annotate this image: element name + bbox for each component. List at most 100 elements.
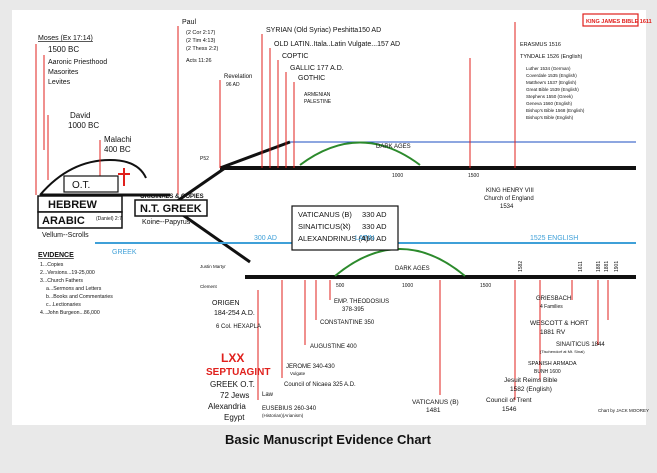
codex-sinaiticus: SINAITICUS(ℵ) <box>298 222 351 231</box>
koine-label: Koine--Papyrus <box>142 219 191 226</box>
egypt-label: Egypt <box>224 413 245 422</box>
acts-label: Acts 11:26 <box>186 58 212 64</box>
westcott-note: 1881 RV <box>540 329 566 336</box>
codex-date: 330 AD <box>362 222 387 231</box>
version-palestine: PALESTINE <box>304 99 332 105</box>
father-theodosius: EMP. THEODOSIUS <box>334 299 389 305</box>
english-bible: Matthew's 1537 (English) <box>526 80 577 85</box>
vaticanus-1481-date: 1481 <box>426 407 441 414</box>
evidence-item: 2...Versions...19-25,000 <box>40 270 95 276</box>
version-syrian: SYRIAN (Old Syriac) Peshitta150 AD <box>266 27 381 34</box>
erasmus-label: ERASMUS 1516 <box>520 42 561 48</box>
english-bible: Bishop's Bible (English) <box>526 115 574 120</box>
father-origen: ORIGEN <box>212 300 240 307</box>
upper-dark-ages-arch <box>299 141 421 166</box>
malachi-date: 400 BC <box>104 145 131 154</box>
armada-label: SPANISH ARMADA <box>528 361 577 367</box>
evidence-item: 1...Copies <box>40 262 64 268</box>
father-jerome: JEROME 340-430 <box>286 364 335 370</box>
jews-label: 72 Jews <box>220 391 249 400</box>
vellum-label: Vellum--Scrolls <box>42 232 89 239</box>
jesuit-note: 1582 (English) <box>510 386 552 393</box>
trent-date: 1546 <box>502 406 517 413</box>
english-bible: Stephens 1550 (Greek) <box>526 94 573 99</box>
father-augustine: AUGUSTINE 400 <box>310 344 357 350</box>
lower-date: 1000 <box>402 283 413 289</box>
nt-greek-label: N.T. GREEK <box>140 203 202 215</box>
vertical-date: 1881 <box>604 261 610 272</box>
vertical-date: 1881 <box>596 261 602 272</box>
alexandria-label: Alexandria <box>208 402 246 411</box>
church-england-label: Church of England <box>484 196 534 202</box>
westcott-label: WESCOTT & HORT <box>530 320 589 327</box>
hexapla-label: 6 Col. HEXAPLA <box>216 324 261 330</box>
levites-label: Levites <box>48 79 71 86</box>
timeline-lines <box>39 140 636 279</box>
vertical-date: 1901 <box>614 261 620 272</box>
father-eusebius: EUSEBIUS 260-340 <box>262 406 317 412</box>
moses-date: 1500 BC <box>48 45 79 54</box>
lower-dark-ages-arch <box>334 248 466 277</box>
version-gallic: GALLIC 177 A.D. <box>290 65 344 72</box>
eusebius-note: (Historian)(Arianism) <box>262 413 304 418</box>
griesbach-note: 4 Families <box>540 304 563 310</box>
vaticanus-1481-label: VATICANUS (B) <box>412 399 459 406</box>
king-henry-label: KING HENRY VIII <box>486 188 534 194</box>
father-justin: Justin Martyr <box>200 264 226 269</box>
father-constantine: CONSTANTINE 350 <box>320 320 375 326</box>
cross-icon <box>118 168 130 186</box>
lower-date: 500 <box>336 283 345 289</box>
david-label: David <box>70 111 90 120</box>
english-bible: Bishop's Bible 1568 (English) <box>526 108 585 113</box>
tyndale-label: TYNDALE 1526 (English) <box>520 54 583 60</box>
king-henry-date: 1534 <box>500 204 514 210</box>
lower-dark-ages-label: DARK AGES <box>395 266 430 272</box>
p52-label: P52 <box>200 156 209 162</box>
lower-date: 1500 <box>480 283 491 289</box>
upper-dark-ages-label: DARK AGES <box>376 144 411 150</box>
masorites-label: Masorites <box>48 69 79 76</box>
david-date: 1000 BC <box>68 121 99 130</box>
label-latin: LATIN <box>355 235 374 242</box>
greek-ot-label: GREEK O.T. <box>210 380 255 389</box>
version-gothic: GOTHIC <box>298 75 325 82</box>
father-clement: Clement <box>200 284 218 289</box>
paul-label: Paul <box>182 19 196 26</box>
jerome-vulgate: Vulgate <box>290 371 306 376</box>
originals-label: ORIGINALS & COPIES <box>140 194 204 200</box>
moses-label: Moses (Ex 17:14) <box>38 35 93 42</box>
aaronic-label: Aaronic Priesthood <box>48 59 107 66</box>
english-bible: Luther 1534 (German) <box>526 66 571 71</box>
vertical-date: 1611 <box>578 261 584 272</box>
red-connectors <box>35 22 609 400</box>
vertical-dates: 1582 1611 1881 1881 1901 <box>518 261 620 272</box>
arabic-box <box>37 211 123 229</box>
law-label: Law <box>262 392 274 398</box>
evidence-item: 3...Church Fathers <box>40 278 83 284</box>
father-origen-date: 184-254 A.D. <box>214 310 255 317</box>
ot-label: O.T. <box>72 180 90 191</box>
revelation-date: 96 AD <box>226 82 240 88</box>
english-bible: Geneva 1560 (English) <box>526 101 573 106</box>
version-latin: OLD LATIN..Itala..Latin Vulgate...157 AD <box>274 41 400 48</box>
codex-date: 330 AD <box>362 210 387 219</box>
codex-vaticanus: VATICANUS (B) <box>298 210 352 219</box>
malachi-label: Malachi <box>104 135 132 144</box>
septuagint-label: SEPTUAGINT <box>206 367 270 378</box>
vertical-date: 1582 <box>518 261 524 272</box>
label-300ad: 300 AD <box>254 235 277 242</box>
evidence-item: 4...John Burgeon...86,000 <box>40 310 100 316</box>
chart-caption: Basic Manuscript Evidence Chart <box>225 432 432 447</box>
father-theodosius-date: 378-395 <box>342 307 365 313</box>
sinaiticus-note: (Tischendorf at Mt. Sinai) <box>540 349 585 354</box>
kjv-box <box>582 13 639 27</box>
revelation-label: Revelation <box>224 74 252 80</box>
ot-box <box>63 175 119 193</box>
griesbach-label: GRIESBACH <box>536 296 571 302</box>
hebrew-label: HEBREW <box>48 199 98 211</box>
version-armenian: ARMENIAN <box>304 92 331 98</box>
evidence-title: EVIDENCE <box>38 252 74 259</box>
english-bible: Coverdale 1535 (English) <box>526 73 577 78</box>
